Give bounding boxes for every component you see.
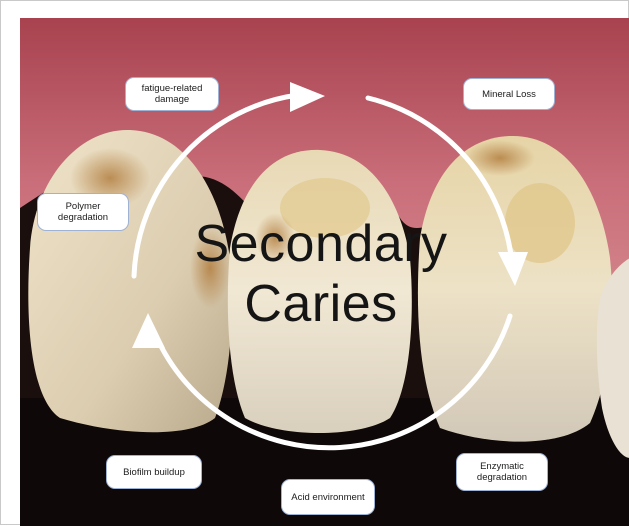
diagram-title-line1: Secondary: [151, 214, 491, 274]
stage-mineral-loss: Mineral Loss: [463, 78, 555, 110]
stage-enzymatic-degradation: Enzymatic degradation: [456, 453, 548, 491]
stage-acid-environment: Acid environment: [281, 479, 375, 515]
stage-fatigue-related-damage: fatigue-related damage: [125, 77, 219, 111]
diagram-title-line2: Caries: [151, 274, 491, 334]
stage-polymer-degradation: Polymer degradation: [37, 193, 129, 231]
stage-biofilm-buildup: Biofilm buildup: [106, 455, 202, 489]
